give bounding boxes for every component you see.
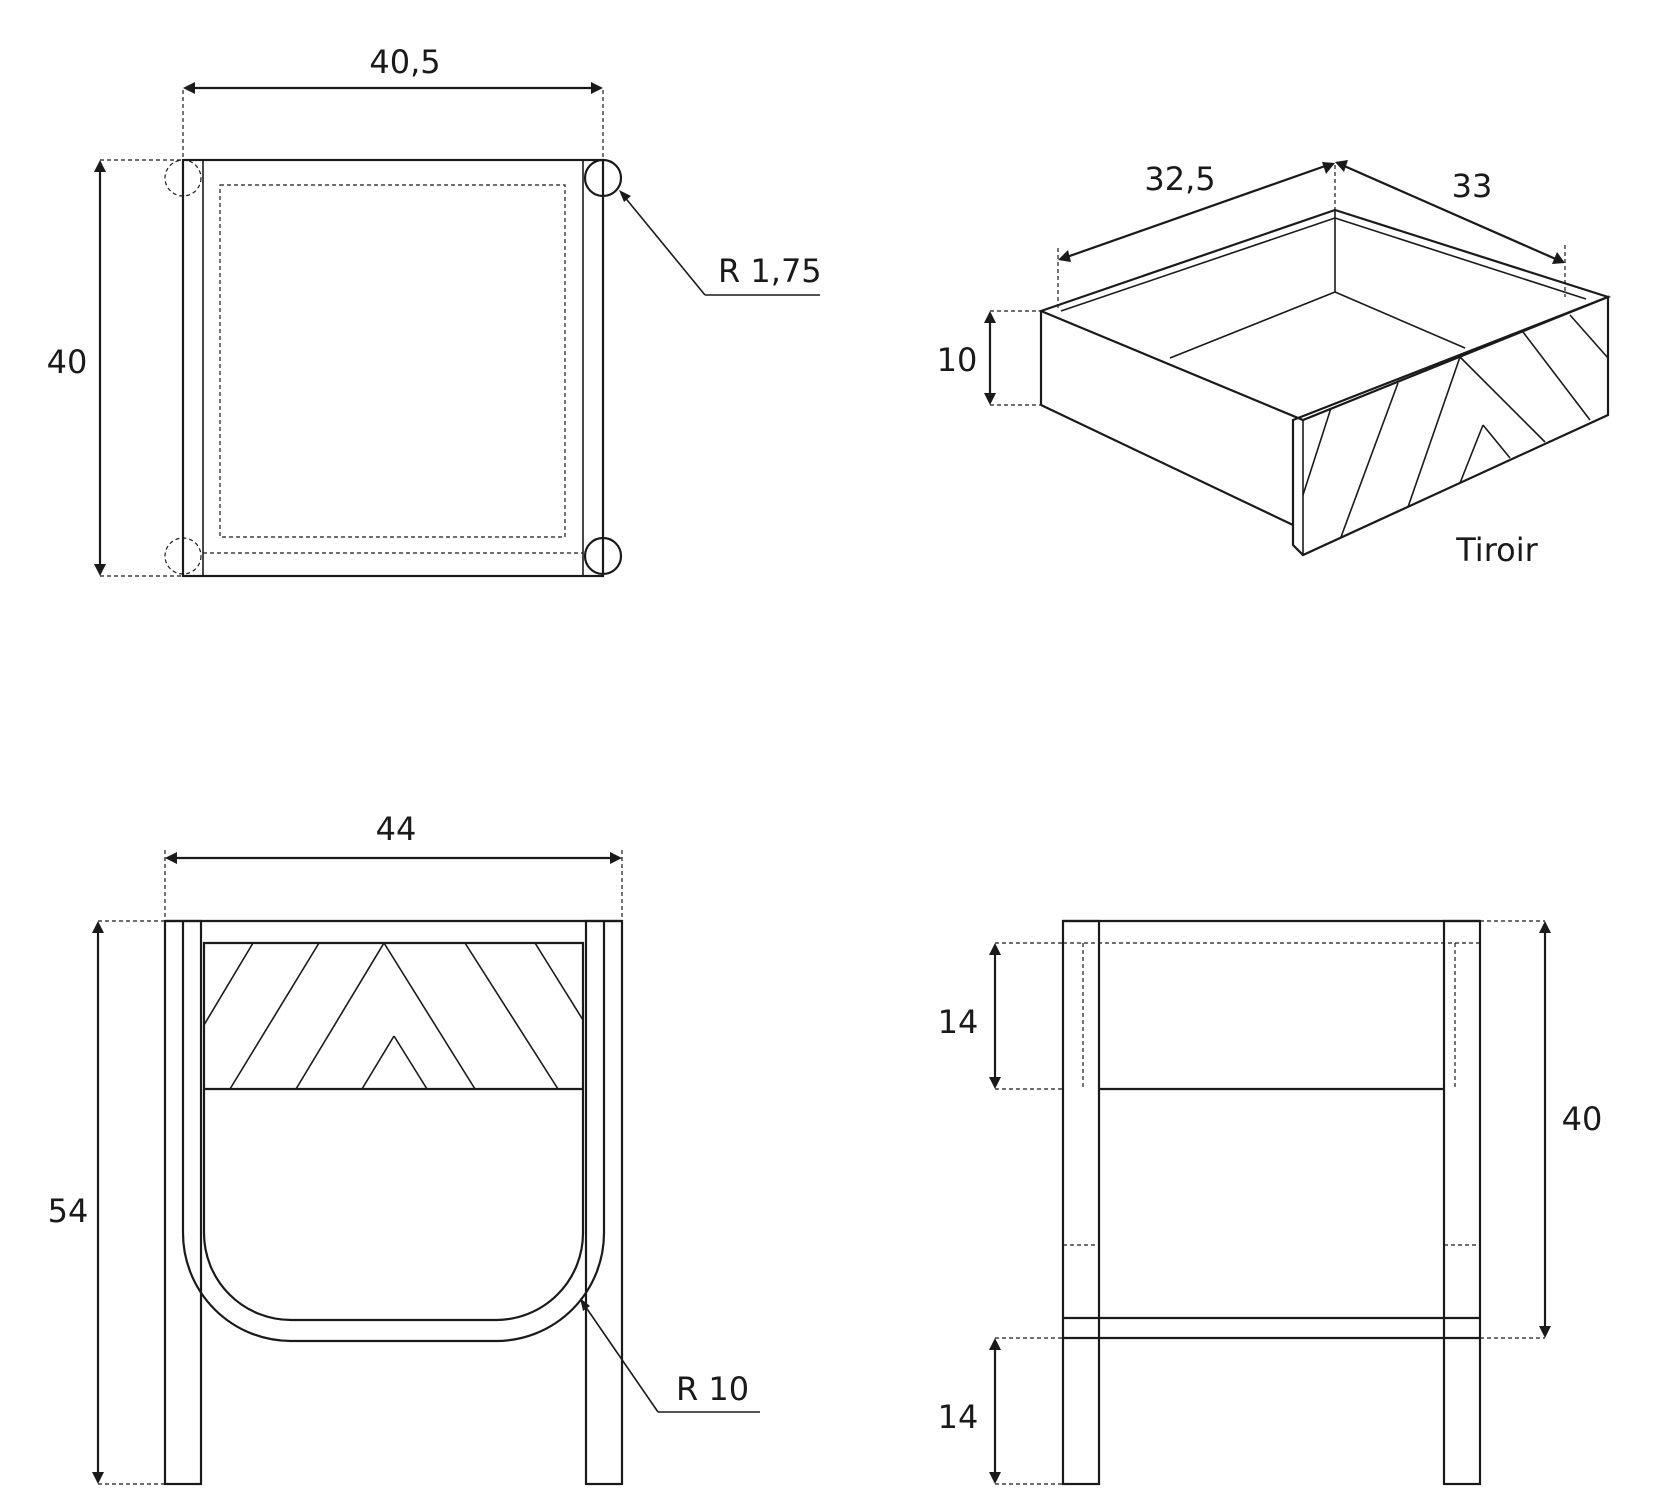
dimension-label: 40,5 [369, 43, 440, 81]
front-outer-curve [181, 921, 606, 1343]
drawer-view: 32,5 33 10 Tiroir [937, 160, 1612, 569]
arrowhead [183, 82, 195, 94]
radius-label: R 1,75 [718, 252, 822, 290]
corner-circle [164, 159, 202, 197]
chevron-stripe [361, 1035, 395, 1090]
arrowhead [1552, 252, 1565, 264]
arrowhead [92, 1472, 104, 1484]
arrowhead [989, 1338, 1001, 1350]
drawer-floor-edge [1169, 291, 1336, 359]
arrowhead [989, 1077, 1001, 1089]
top-inner-panel [219, 184, 566, 538]
arrowhead [984, 311, 996, 323]
chevron-stripe [1407, 356, 1461, 508]
drawer-label: Tiroir [1455, 531, 1538, 569]
arrowhead [1322, 162, 1335, 174]
arrowhead [94, 564, 106, 576]
drawer-rim [1037, 208, 1612, 422]
leader-line [582, 1302, 659, 1413]
chevron-stripe [464, 942, 559, 1090]
chevron-stripe [1522, 331, 1591, 421]
chevron-stripe [295, 942, 385, 1090]
arrowhead [989, 943, 1001, 955]
arrowhead [165, 852, 177, 864]
front-inner-panel [202, 941, 585, 1322]
side-left-leg [1061, 919, 1101, 1486]
radius-label: R 10 [676, 1370, 749, 1408]
side-view: 14 40 14 [938, 919, 1603, 1486]
dimension-label: 14 [938, 1398, 979, 1436]
chevron-stripe [383, 942, 476, 1090]
arrowhead [989, 1472, 1001, 1484]
chevron-stripe [393, 1035, 428, 1090]
dimension-label: 44 [376, 810, 417, 848]
top-outline [181, 158, 605, 578]
arrowhead [1539, 1326, 1551, 1338]
drawer-inner-edge [1060, 217, 1336, 312]
dimension-line [1063, 163, 1329, 260]
chevron-stripe [1482, 424, 1511, 459]
chevron-stripe [203, 942, 254, 1026]
front-view: 44 54 R 10 [48, 810, 760, 1486]
corner-circle [583, 536, 623, 576]
chevron-stripe [534, 942, 584, 1021]
dimension-label: 14 [938, 1003, 979, 1041]
drawer-floor-edge [1334, 291, 1466, 349]
dimension-label: 10 [937, 341, 978, 379]
corner-circle [583, 158, 623, 198]
arrowhead [94, 160, 106, 172]
arrowhead [92, 921, 104, 933]
leader-line [622, 194, 706, 296]
arrowhead [1058, 250, 1071, 262]
dimension-label: 40 [47, 343, 88, 381]
chevron-stripe [1340, 382, 1399, 538]
dimension-line [1341, 163, 1559, 262]
side-right-leg [1442, 919, 1482, 1486]
drawer-inner-edge [1334, 217, 1587, 300]
arrowhead [619, 190, 631, 202]
chevron-stripe [229, 942, 320, 1090]
dimension-label: 32,5 [1144, 160, 1215, 198]
arrowhead [1335, 160, 1348, 172]
dimension-label: 33 [1452, 167, 1493, 205]
chevron-stripe [1302, 407, 1332, 496]
arrowhead [580, 1298, 590, 1311]
drawer-side-edge [1040, 404, 1294, 526]
arrowhead [1539, 921, 1551, 933]
chevron-stripe [1569, 314, 1609, 359]
top-view: 40,5 40 R 1,75 [47, 43, 822, 578]
corner-circle [164, 537, 202, 575]
arrowhead [591, 82, 603, 94]
dimension-label: 40 [1562, 1100, 1603, 1138]
chevron-stripe [1459, 424, 1484, 484]
drawer-front-panel [1291, 295, 1610, 557]
arrowhead [610, 852, 622, 864]
dimension-label: 54 [48, 1192, 89, 1230]
arrowhead [984, 393, 996, 405]
chevron-stripe [1459, 356, 1546, 443]
